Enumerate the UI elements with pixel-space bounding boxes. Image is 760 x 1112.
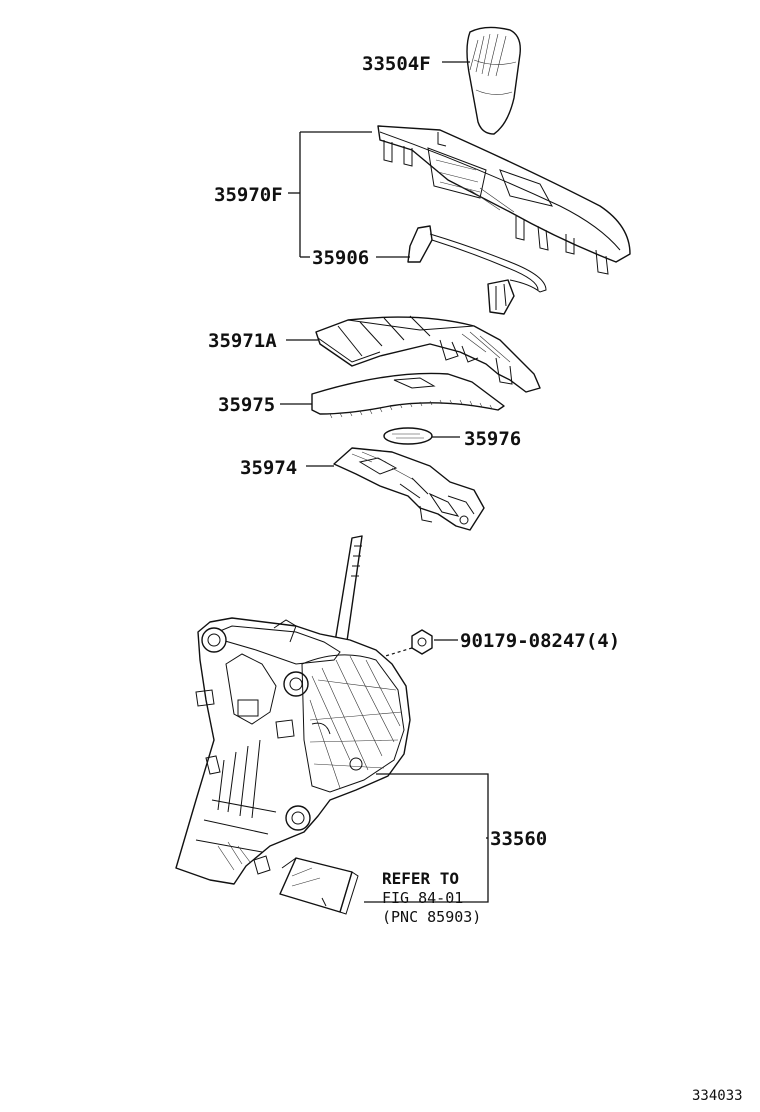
callout-wire: 35906 (312, 247, 369, 269)
shift-lock-unit[interactable] (279, 857, 359, 915)
callout-lower-bracket: 35974 (240, 457, 297, 479)
lower-bracket[interactable] (333, 447, 485, 531)
slide-plate[interactable] (311, 372, 505, 419)
callout-bezel: 35970F (214, 184, 283, 206)
callout-lens: 35976 (464, 428, 521, 450)
callout-indicator-housing: 35971A (208, 330, 277, 352)
refer-note-line2: FIG 84-01 (382, 889, 463, 907)
flange-nut[interactable] (411, 629, 433, 655)
indicator-lens[interactable] (383, 427, 433, 445)
shift-knob[interactable] (466, 26, 521, 135)
shift-lever-assembly[interactable] (175, 535, 411, 885)
callout-knob: 33504F (362, 53, 431, 75)
callout-slide-plate: 35975 (218, 394, 275, 416)
figure-number: 334033 (692, 1088, 743, 1104)
shift-bezel[interactable] (377, 125, 631, 275)
callout-nut: 90179-08247(4) (460, 630, 620, 652)
refer-note-line1: REFER TO (382, 869, 459, 888)
callout-shift-assembly: 33560 (490, 828, 547, 850)
indicator-wire[interactable] (407, 225, 547, 315)
indicator-housing[interactable] (315, 315, 541, 393)
refer-note-line3: (PNC 85903) (382, 908, 481, 926)
